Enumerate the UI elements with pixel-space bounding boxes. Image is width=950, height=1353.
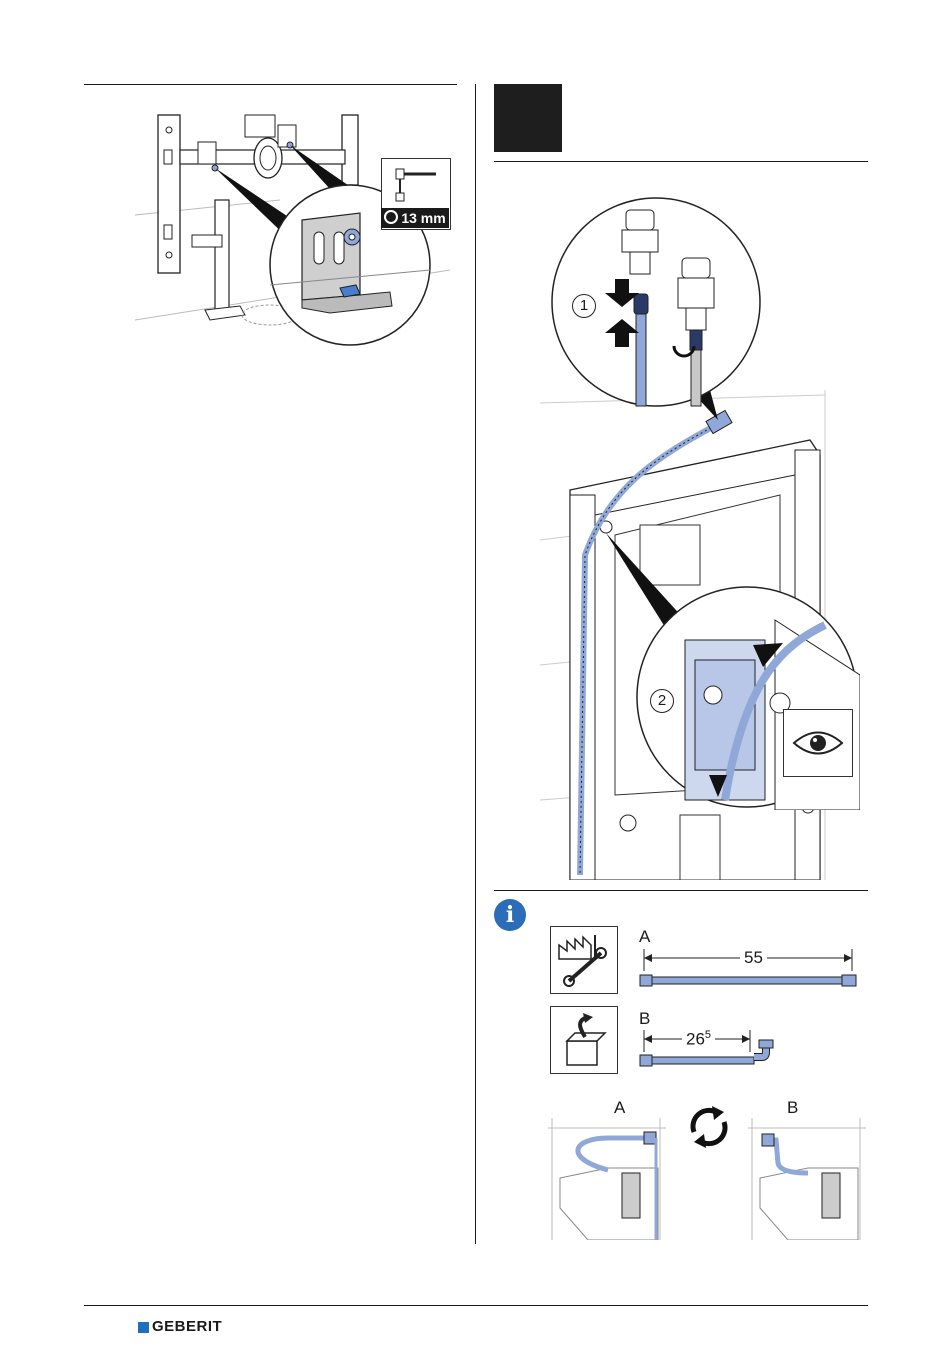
- swap-arrows-icon: [686, 1104, 732, 1150]
- socket-wrench-icon: [392, 165, 442, 203]
- installation-a-drawing: [548, 1118, 666, 1240]
- factory-wrench-icon: [555, 931, 613, 989]
- installation-a-letter: A: [614, 1098, 625, 1118]
- hose-variant-b-letter: B: [639, 1009, 650, 1029]
- footer-rule: [84, 1305, 868, 1306]
- visual-check-box: [783, 709, 853, 777]
- left-column-top-rule: [84, 84, 457, 85]
- hose-variant-a-length: 55: [740, 948, 767, 968]
- hose-variant-a-letter: A: [639, 927, 650, 947]
- installation-b-drawing: [748, 1118, 866, 1240]
- step-number-box: [494, 84, 562, 152]
- eye-icon: [792, 728, 844, 758]
- info-section-rule: [494, 890, 868, 891]
- installation-b-letter: B: [787, 1098, 798, 1118]
- info-icon: i: [494, 899, 526, 931]
- geberit-logo-text: GEBERIT: [152, 1318, 222, 1335]
- step-header-rule: [494, 161, 868, 162]
- callout-number-2: 2: [650, 689, 674, 713]
- open-box-icon: [555, 1011, 613, 1069]
- packaging-box: [550, 1006, 618, 1074]
- column-divider: [475, 84, 476, 1244]
- wrench-size-label: 13 mm: [381, 208, 449, 228]
- frame-bracket-illustration: [130, 110, 460, 350]
- hose-variant-b-length: 265: [682, 1029, 715, 1050]
- callout-number-1: 1: [572, 294, 596, 318]
- hex-nut-icon: [384, 210, 398, 224]
- factory-preassembled-box: [550, 926, 618, 994]
- geberit-logo-square: [138, 1322, 149, 1333]
